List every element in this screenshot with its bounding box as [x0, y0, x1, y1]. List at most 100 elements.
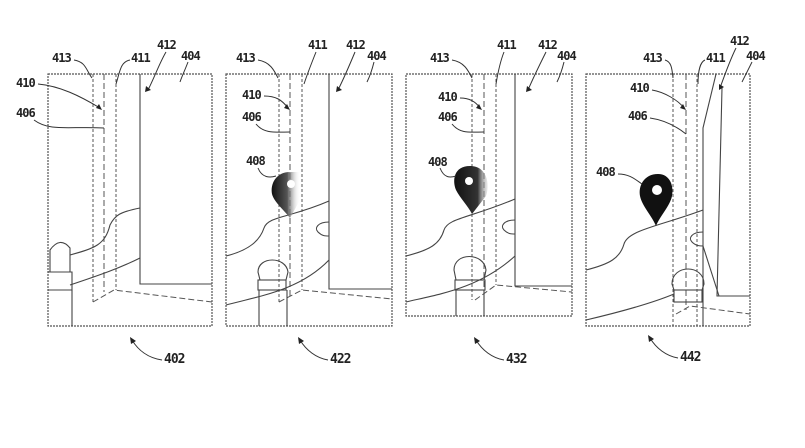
label-410: 410	[630, 81, 649, 95]
floor-line	[278, 289, 393, 303]
panel-frame	[585, 73, 751, 327]
leader-410	[651, 89, 685, 109]
leader-410	[459, 97, 481, 109]
label-413: 413	[52, 51, 71, 65]
label-412: 412	[346, 38, 365, 52]
floor-line	[474, 284, 573, 301]
leader-406	[255, 123, 291, 133]
caption-leader-422	[299, 339, 329, 361]
leader-411	[495, 51, 505, 85]
leader-408	[257, 167, 277, 178]
leader-412	[527, 51, 547, 91]
leader-413	[451, 59, 473, 79]
arrowhead-412	[336, 86, 342, 92]
label-413: 413	[236, 51, 255, 65]
leader-406	[33, 119, 105, 129]
label-404: 404	[181, 49, 200, 63]
arrowhead-410	[284, 104, 290, 110]
leader-413	[664, 59, 674, 79]
floor-line	[92, 289, 213, 303]
label-408: 408	[428, 155, 447, 169]
location-pin-icon	[639, 174, 673, 226]
leader-408	[617, 173, 643, 185]
post-collar	[48, 271, 73, 291]
panel-422: 413 411 412 404 410 406 408 422	[225, 38, 393, 367]
caption-leader-432	[475, 339, 505, 361]
panel-frame	[225, 73, 393, 327]
post-dome	[453, 256, 487, 281]
floor-line	[675, 305, 751, 315]
arrowhead-412	[526, 86, 532, 92]
caption-402: 402	[164, 352, 185, 367]
caption-arrow-422	[298, 337, 304, 344]
panel-frame	[47, 73, 213, 327]
display-404-edge	[328, 74, 392, 290]
caption-432: 432	[506, 352, 527, 367]
leader-411	[303, 51, 317, 85]
caption-arrow-442	[648, 335, 654, 342]
leader-412	[337, 51, 356, 91]
location-pin-icon	[454, 166, 488, 214]
label-408: 408	[596, 165, 615, 179]
leader-413	[73, 59, 93, 79]
leader-408	[439, 167, 457, 178]
leader-404	[741, 61, 753, 83]
label-406: 406	[438, 110, 457, 124]
panel-402: 413 411 412 404 410 406 402	[16, 38, 213, 367]
arrowhead-410	[476, 104, 482, 110]
terrain-upper	[69, 207, 141, 256]
leader-411	[115, 59, 131, 85]
display-412-edge	[702, 73, 717, 326]
leader-404	[556, 61, 565, 83]
label-406: 406	[242, 110, 261, 124]
label-406: 406	[16, 106, 35, 120]
label-408: 408	[246, 154, 265, 168]
caption-422: 422	[330, 352, 351, 367]
post-dome	[671, 268, 705, 291]
leader-406	[451, 123, 485, 133]
arrowhead-412	[719, 84, 724, 90]
label-410: 410	[438, 90, 457, 104]
caption-leader-402	[131, 339, 163, 361]
label-413: 413	[643, 51, 662, 65]
label-411: 411	[497, 38, 516, 52]
panel-432: 413 411 412 404 410 406 408 432	[405, 38, 577, 367]
panel-frame	[405, 73, 573, 317]
label-411: 411	[706, 51, 725, 65]
label-413: 413	[430, 51, 449, 65]
label-406: 406	[628, 109, 647, 123]
label-410: 410	[16, 76, 35, 90]
label-404: 404	[746, 49, 765, 63]
post-thread	[673, 289, 703, 303]
arrowhead-410	[680, 104, 686, 110]
leader-404	[366, 61, 375, 83]
terrain-bump	[315, 221, 330, 237]
caption-leader-442	[649, 337, 679, 359]
label-404: 404	[367, 49, 386, 63]
terrain-upper	[225, 200, 330, 257]
terrain-upper	[585, 209, 704, 271]
display-404-edge	[139, 74, 212, 285]
leader-410	[37, 83, 101, 109]
post-thread	[257, 279, 287, 291]
post-thread	[454, 279, 486, 291]
leader-411	[697, 59, 706, 85]
arrowhead-410	[96, 104, 102, 110]
terrain-lower	[585, 293, 675, 321]
label-412: 412	[157, 38, 176, 52]
terrain-lower	[69, 257, 141, 286]
label-412: 412	[538, 38, 557, 52]
display-404-edge	[716, 87, 750, 297]
post-dome	[49, 241, 71, 273]
leader-412	[147, 51, 167, 91]
terrain-lower	[405, 255, 516, 303]
label-404: 404	[557, 49, 576, 63]
leader-406	[649, 117, 687, 135]
caption-arrow-402	[130, 337, 136, 344]
label-411: 411	[131, 51, 150, 65]
post-dome	[257, 259, 289, 281]
panel-442: 413 411 412 404 410 406 408 442	[585, 34, 766, 365]
terrain-bump	[689, 231, 704, 247]
arrowhead-412	[145, 86, 151, 92]
display-404-edge	[514, 74, 572, 287]
